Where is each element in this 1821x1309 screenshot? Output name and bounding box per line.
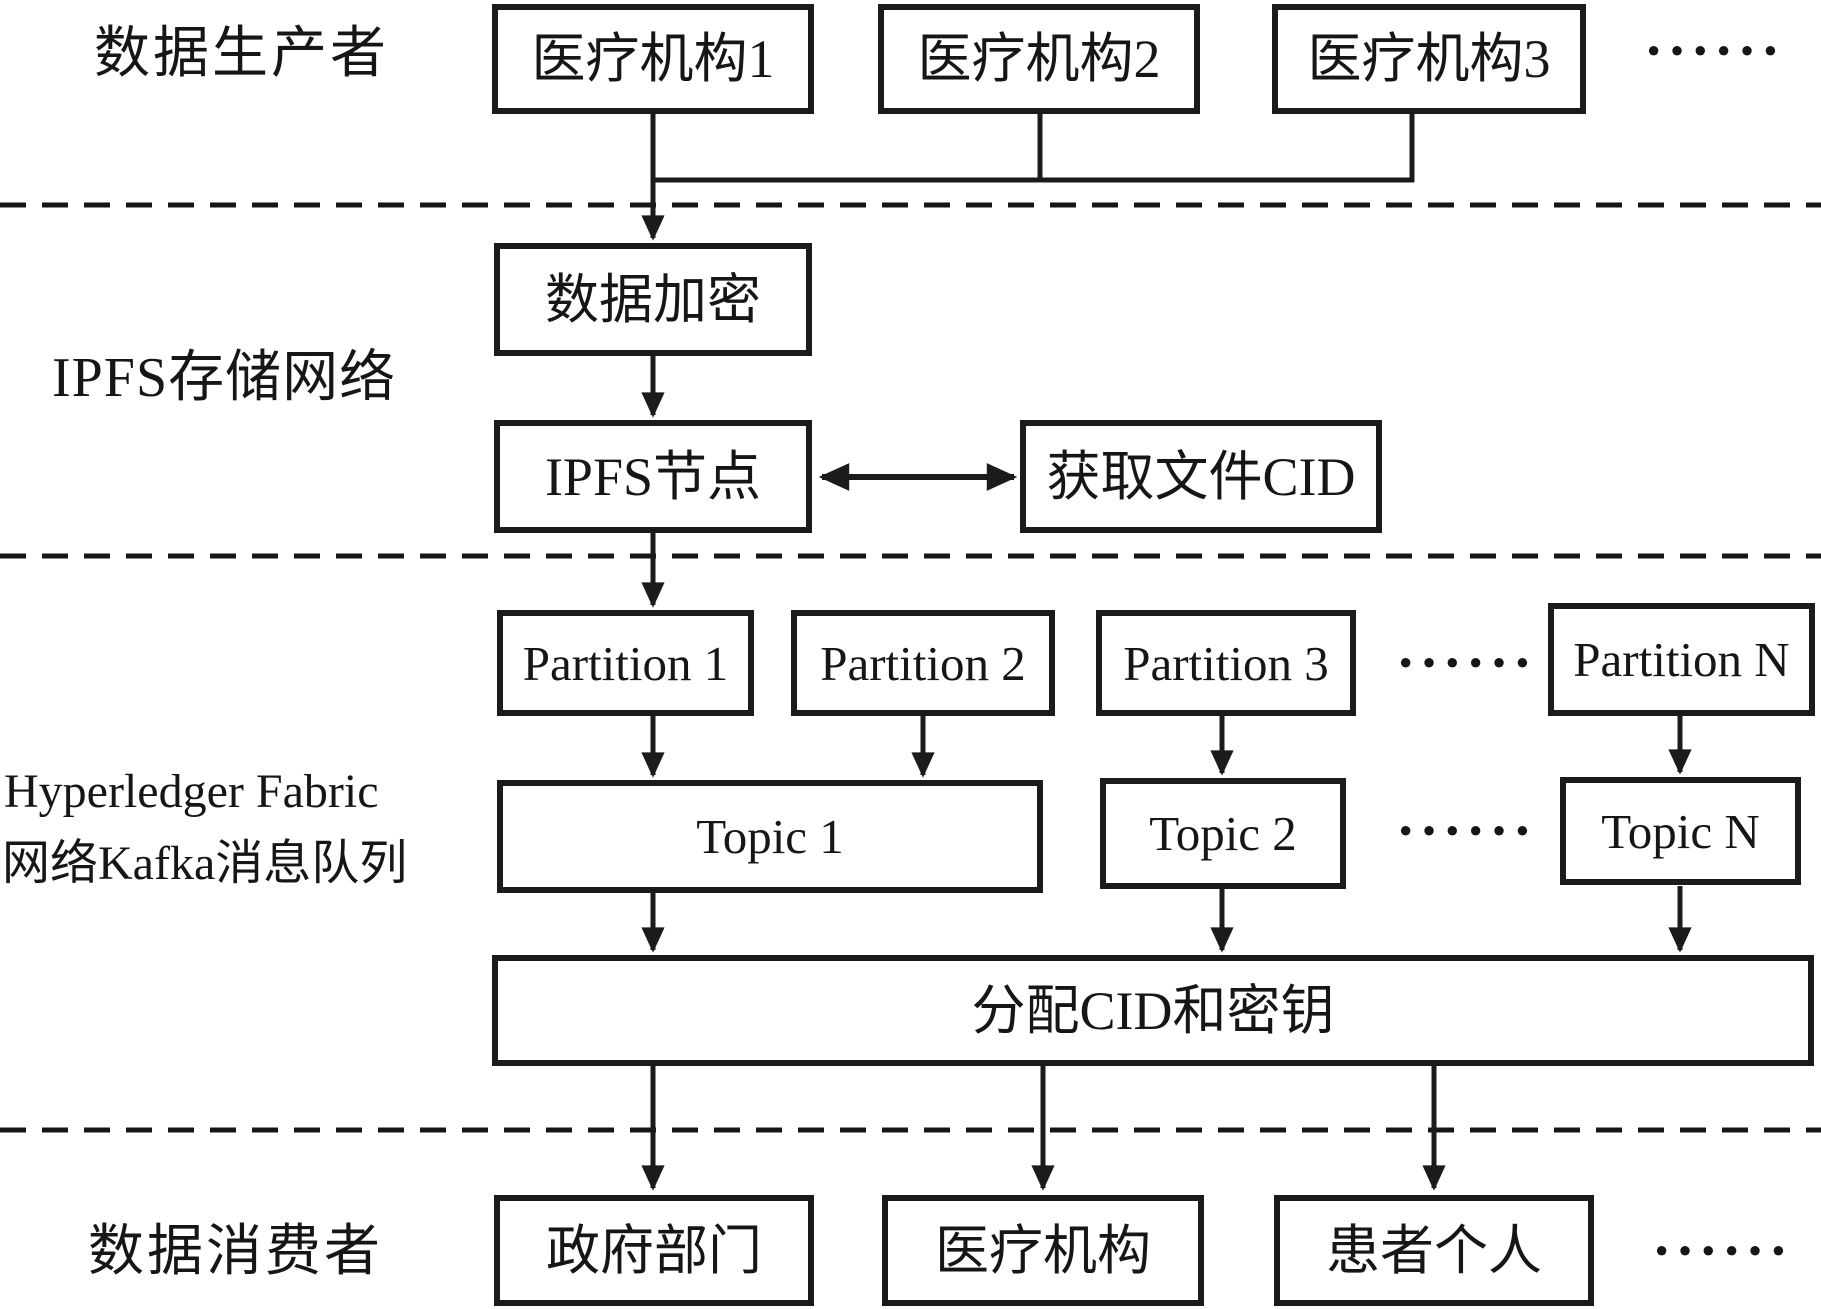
topics-ellipsis: ······ <box>1396 798 1537 863</box>
box-topic1: Topic 1 <box>497 780 1043 893</box>
producers-ellipsis: ······ <box>1644 18 1785 83</box>
consumers-ellipsis: ······ <box>1652 1218 1793 1283</box>
box-consumer-medical: 医疗机构 <box>882 1195 1204 1306</box>
band-label-ipfs: IPFS存储网络 <box>52 347 397 409</box>
box-topicN: Topic N <box>1560 777 1801 885</box>
box-producer1: 医疗机构1 <box>492 4 814 114</box>
box-consumer-government: 政府部门 <box>494 1195 814 1306</box>
box-topic2: Topic 2 <box>1100 778 1346 889</box>
box-assign-cid-key: 分配CID和密钥 <box>492 955 1814 1066</box>
box-producer3: 医疗机构3 <box>1272 4 1586 114</box>
band-label-consumers: 数据消费者 <box>88 1221 383 1283</box>
box-data-encrypt: 数据加密 <box>494 243 812 356</box>
box-partition2: Partition 2 <box>791 610 1055 716</box>
box-ipfs-node: IPFS节点 <box>494 420 812 533</box>
box-partition1: Partition 1 <box>497 610 754 716</box>
band-label-producers: 数据生产者 <box>94 23 389 85</box>
partitions-ellipsis: ······ <box>1396 630 1537 695</box>
box-get-file-cid: 获取文件CID <box>1020 420 1382 533</box>
band-label-fabric-line2: 网络Kafka消息队列 <box>2 837 408 890</box>
box-consumer-patient: 患者个人 <box>1274 1195 1594 1306</box>
box-partitionN: Partition N <box>1548 603 1815 716</box>
box-producer2: 医疗机构2 <box>878 4 1200 114</box>
box-partition3: Partition 3 <box>1096 610 1356 716</box>
band-label-fabric-line1: Hyperledger Fabric <box>4 765 379 818</box>
